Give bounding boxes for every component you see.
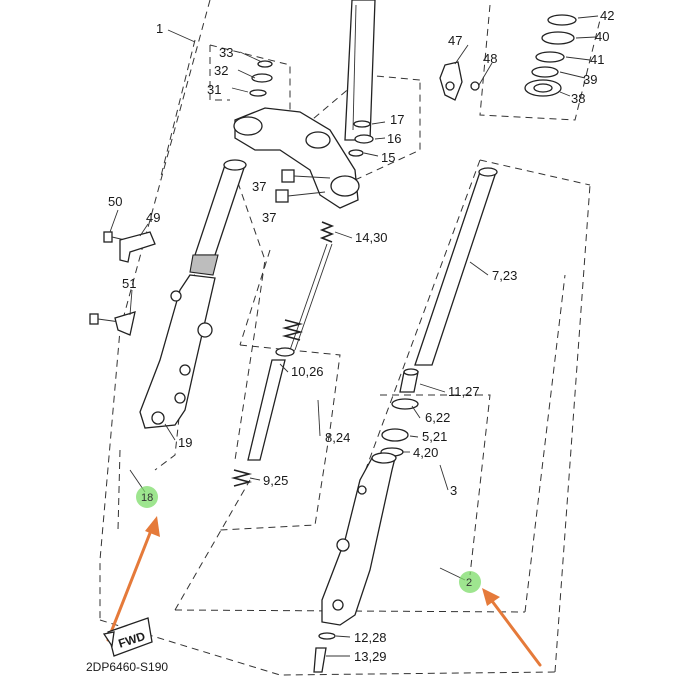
- callout-15: 15: [381, 150, 395, 165]
- callout-12-28: 12,28: [354, 630, 387, 645]
- callout-4-20: 4,20: [413, 445, 438, 460]
- callout-42: 42: [600, 8, 614, 23]
- callout-48: 48: [483, 51, 497, 66]
- ring-10: [275, 347, 295, 357]
- leader-lines: [109, 15, 599, 657]
- left-fork-bottom: [139, 274, 216, 429]
- race-38: [524, 79, 562, 97]
- highlight-circle-18: [136, 486, 158, 508]
- callout-14-30: 14,30: [355, 230, 388, 245]
- diagram-code: 2DP6460-S190: [86, 660, 168, 674]
- callout-11-27: 11,27: [448, 384, 480, 399]
- callout-37-upper: 37: [252, 179, 266, 194]
- callout-32: 32: [214, 63, 228, 78]
- outer-tube-3: [321, 452, 397, 626]
- inner-tube-7: [414, 167, 498, 366]
- callout-2: 2: [466, 577, 472, 589]
- race-41: [535, 51, 565, 63]
- bracket-51: [114, 311, 136, 336]
- callout-1: 1: [156, 21, 163, 36]
- spring-9: [230, 469, 253, 487]
- spring-upper-mid: [281, 319, 304, 341]
- seal-31: [249, 89, 267, 97]
- callout-16: 16: [387, 131, 401, 146]
- callout-41: 41: [590, 52, 604, 67]
- steering-stem-shaft: [344, 0, 376, 141]
- callout-49: 49: [146, 210, 160, 225]
- bushing-11: [399, 368, 419, 393]
- callout-50: 50: [108, 194, 122, 209]
- callout-31: 31: [207, 82, 221, 97]
- callout-3: 3: [450, 483, 457, 498]
- callout-19: 19: [178, 435, 192, 450]
- callout-33: 33: [219, 45, 233, 60]
- seal-6: [391, 398, 419, 410]
- callout-7-23: 7,23: [492, 268, 517, 283]
- washer-32: [251, 73, 273, 83]
- callout-13-29: 13,29: [354, 649, 387, 664]
- bearing-42: [547, 14, 577, 26]
- part-15: [348, 149, 364, 157]
- callout-18: 18: [141, 492, 153, 504]
- callout-labels: 1 33 32 31 17 16 15 37 37 47 48 42 40 41…: [108, 8, 614, 664]
- arrow-to-18: [106, 516, 160, 642]
- bolt-37-lower: [275, 189, 326, 203]
- assembly-outline-inner: [380, 394, 491, 576]
- bearing-39: [531, 66, 559, 78]
- damper-rod-8: [247, 359, 286, 461]
- fwd-indicator: FWD: [102, 617, 153, 657]
- part-17: [353, 120, 371, 128]
- assembly-outline-damper: [219, 249, 341, 531]
- bolt-48: [470, 81, 480, 91]
- highlight-18: 18: [136, 486, 158, 508]
- part-16: [354, 134, 374, 144]
- bracket-49: [119, 231, 156, 263]
- callout-37-lower: 37: [262, 210, 276, 225]
- clip-5: [381, 428, 409, 442]
- arrow-to-2: [482, 588, 542, 667]
- assembly-outline-2: [174, 159, 591, 613]
- left-outer-tube: [189, 159, 247, 276]
- callout-47: 47: [448, 33, 462, 48]
- callout-39: 39: [583, 72, 597, 87]
- highlight-circle-2: [459, 571, 481, 593]
- callout-38: 38: [571, 91, 585, 106]
- callout-6-22: 6,22: [425, 410, 450, 425]
- callout-10-26: 10,26: [291, 364, 324, 379]
- nut-33: [257, 60, 273, 68]
- assembly-outline-1: [99, 0, 591, 676]
- washer-12: [318, 632, 336, 640]
- callout-9-25: 9,25: [263, 473, 288, 488]
- highlight-2: 2: [459, 571, 481, 593]
- callout-8-24: 8,24: [325, 430, 350, 445]
- callout-40: 40: [595, 29, 609, 44]
- callout-17: 17: [390, 112, 404, 127]
- bolt-37-upper: [281, 169, 331, 183]
- bolt-13: [313, 647, 327, 673]
- seal-40: [541, 31, 575, 45]
- callout-51: 51: [122, 276, 136, 291]
- under-bracket: [233, 107, 360, 209]
- callout-5-21: 5,21: [422, 429, 447, 444]
- bracket-47: [439, 61, 463, 101]
